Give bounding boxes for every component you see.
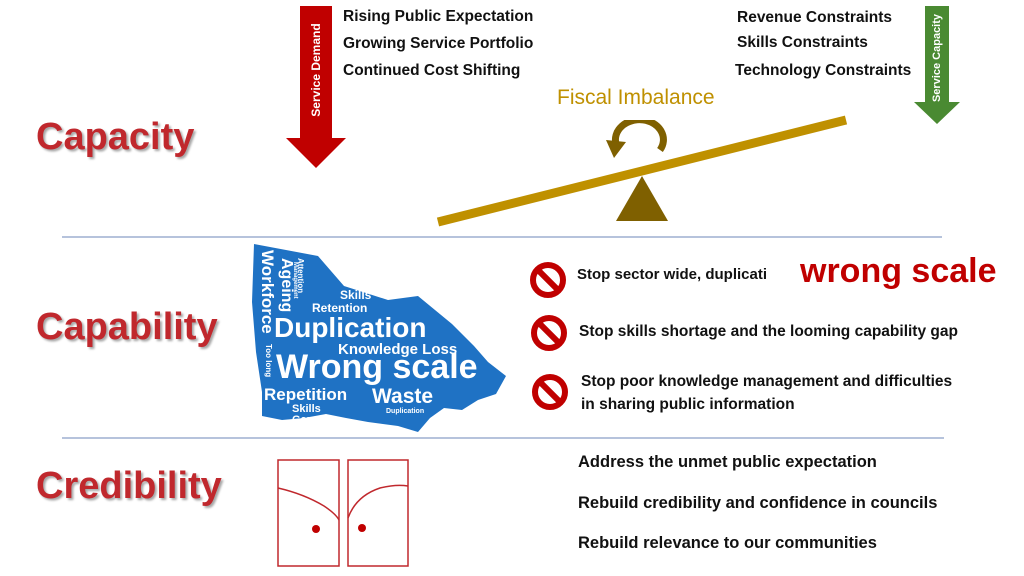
word-retention: Retention bbox=[312, 301, 368, 315]
service-demand-label: Service Demand bbox=[309, 23, 323, 117]
wrong-scale-overlay: wrong scale bbox=[800, 252, 997, 290]
seesaw-beam bbox=[436, 115, 848, 227]
section-title-capability: Capability bbox=[36, 306, 218, 348]
constraint-item: Skills Constraints bbox=[737, 34, 868, 51]
service-demand-label-box: Service Demand bbox=[300, 6, 332, 134]
stop-icon bbox=[532, 374, 568, 410]
constraint-item: Revenue Constraints bbox=[737, 9, 893, 26]
service-capacity-label-box: Service Capacity bbox=[925, 6, 949, 102]
word-skills: Skills bbox=[340, 288, 372, 302]
word-wrong-scale: Wrong scale bbox=[276, 348, 478, 386]
demand-item: Rising Public Expectation bbox=[343, 8, 534, 25]
divider-top bbox=[62, 236, 942, 238]
credibility-item: Rebuild credibility and confidence in co… bbox=[578, 494, 938, 512]
credibility-item: Rebuild relevance to our communities bbox=[578, 534, 877, 552]
word-too-long: Too long bbox=[264, 344, 273, 378]
demand-item: Growing Service Portfolio bbox=[343, 35, 534, 52]
constraint-item: Technology Constraints bbox=[735, 62, 912, 79]
seesaw-fulcrum bbox=[616, 176, 668, 221]
word-skills-gap: Skills Gap bbox=[292, 403, 321, 426]
word-knowledge-loss: Knowledge Loss bbox=[338, 341, 458, 358]
fiscal-imbalance-label: Fiscal Imbalance bbox=[557, 86, 715, 109]
stop-icon bbox=[530, 262, 566, 298]
open-doors-sketch bbox=[277, 459, 409, 567]
word-cloud: Workforce Ageing Attention Management Sk… bbox=[248, 242, 510, 436]
credibility-item: Address the unmet public expectation bbox=[578, 453, 877, 471]
word-repetition: Repetition bbox=[264, 385, 348, 404]
word-duplication: Duplication bbox=[274, 312, 427, 343]
word-management: Management bbox=[292, 262, 298, 299]
word-waste: Waste bbox=[372, 385, 434, 408]
stop-item-knowledge: Stop poor knowledge management and diffi… bbox=[581, 373, 953, 390]
stop-item-skills: Stop skills shortage and the looming cap… bbox=[579, 323, 958, 340]
stop-item-duplication: Stop sector wide, duplicati bbox=[577, 266, 768, 283]
demand-item: Continued Cost Shifting bbox=[343, 62, 521, 79]
rotate-counterclockwise-icon bbox=[606, 120, 667, 158]
word-duplication-small: Duplication bbox=[386, 408, 425, 415]
service-capacity-label: Service Capacity bbox=[931, 13, 943, 103]
service-demand-arrow bbox=[286, 6, 346, 168]
section-title-credibility: Credibility bbox=[36, 465, 222, 507]
word-cloud-map-shape bbox=[252, 244, 506, 432]
stop-icon bbox=[531, 315, 567, 351]
section-title-capacity: Capacity bbox=[36, 116, 195, 158]
stop-item-knowledge-line2: in sharing public information bbox=[581, 396, 795, 413]
divider-bottom bbox=[62, 437, 944, 439]
service-capacity-arrow bbox=[914, 6, 960, 124]
